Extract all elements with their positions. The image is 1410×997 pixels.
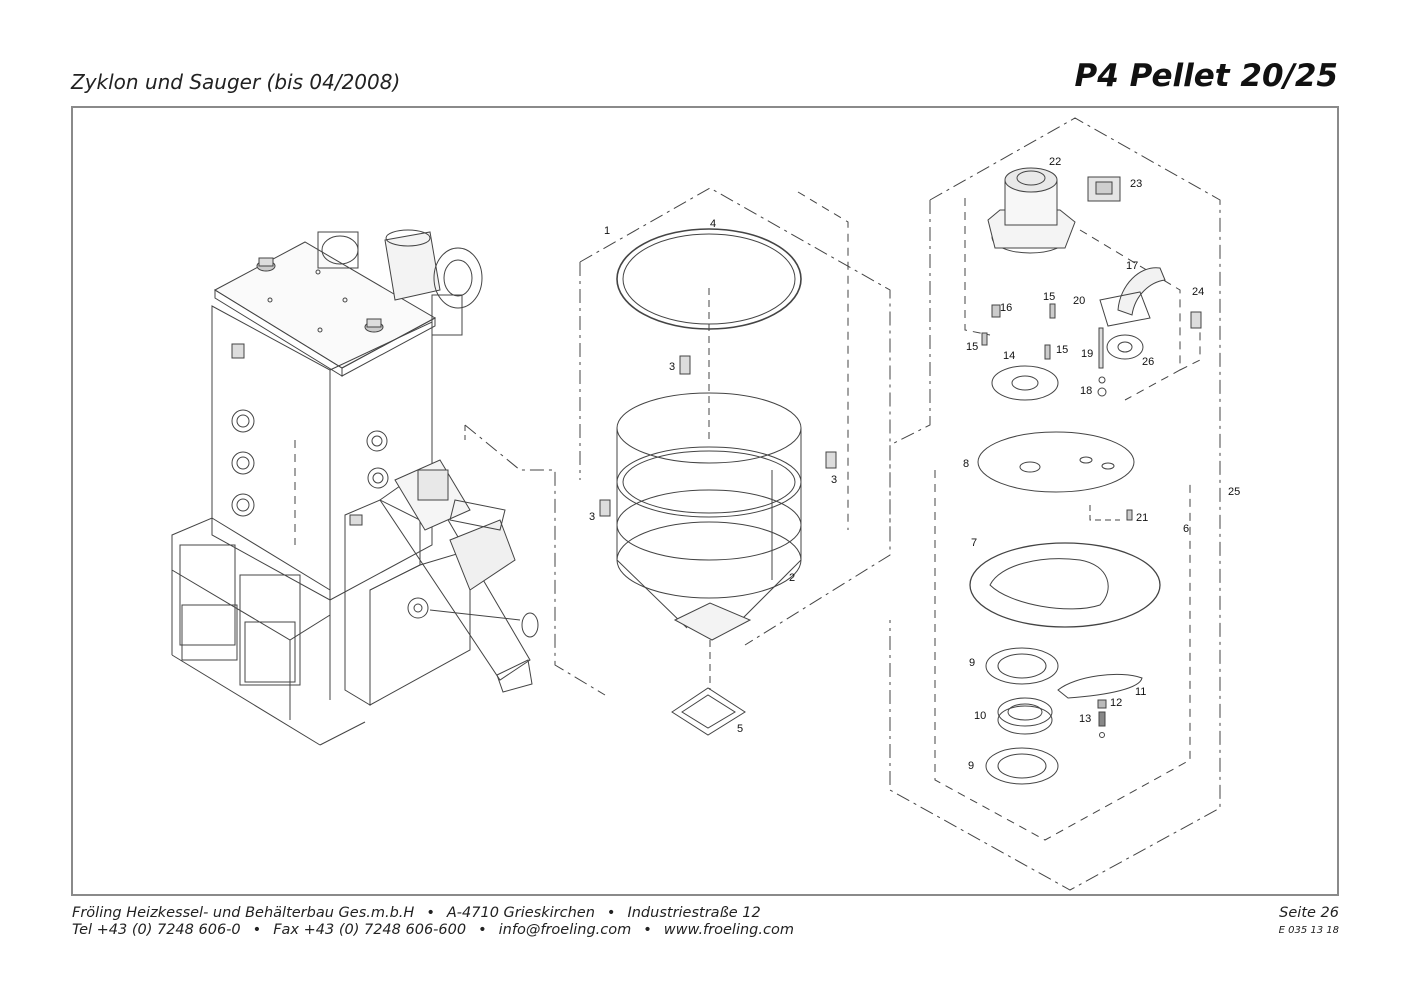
part-label-16: 16 [1000,302,1012,314]
part-label-4: 4 [710,218,716,230]
drawing-frame [71,106,1339,896]
footer-separator: • [252,922,262,938]
part-label-21: 21 [1136,512,1148,524]
footer-separator: • [478,922,487,938]
footer-street: Industriestraße 12 [627,905,761,921]
suction-unit-assembly [889,117,1221,891]
footer-line-2: Tel +43 (0) 7248 606-0 • Fax +43 (0) 7248 … [72,922,794,938]
part-label-1: 1 [604,225,610,237]
part-label-8: 8 [963,458,969,470]
page-number: Seite 26 [1279,905,1339,921]
part-label-26: 26 [1142,356,1154,368]
part-label-24: 24 [1192,286,1204,298]
page-subtitle: Zyklon und Sauger (bis 04/2008) [71,70,401,94]
footer-fax: Fax +43 (0) 7248 606-600 [273,922,467,938]
cyclone-assembly [464,187,891,736]
part-label-7: 7 [971,537,977,549]
part-label-3a: 3 [669,361,675,373]
part-label-22: 22 [1049,156,1061,168]
part-label-15c: 15 [1056,344,1068,356]
page-title: P4 Pellet 20/25 [1074,58,1339,94]
document-code: E 035 13 18 [1278,925,1339,936]
footer-web-link[interactable]: www.froeling.com [663,922,794,938]
part-label-9b: 9 [968,760,974,772]
footer-address: A-4710 Grieskirchen [446,905,595,921]
footer-email-link[interactable]: info@froeling.com [498,922,632,938]
part-label-6: 6 [1183,523,1189,535]
part-label-15a: 15 [1043,291,1055,303]
footer-separator: • [643,922,652,938]
footer-line-1: Fröling Heizkessel- und Behälterbau Ges.… [72,905,761,921]
part-label-14: 14 [1003,350,1015,362]
footer-separator: • [426,905,435,921]
part-label-19: 19 [1081,348,1093,360]
part-label-13: 13 [1079,713,1091,725]
part-label-3c: 3 [589,511,595,523]
part-number-labels: 1 2 3 3 3 4 5 6 7 8 9 9 10 11 12 13 14 1… [589,156,1240,772]
part-label-18: 18 [1080,385,1092,397]
assembled-boiler-illustration [171,229,539,746]
part-label-23: 23 [1130,178,1142,190]
part-label-25: 25 [1228,486,1240,498]
part-label-20: 20 [1073,295,1085,307]
part-label-3b: 3 [831,474,837,486]
part-label-5: 5 [737,723,743,735]
part-label-2: 2 [789,572,795,584]
part-label-10: 10 [974,710,986,722]
part-label-12: 12 [1110,697,1122,709]
footer-tel: Tel +43 (0) 7248 606-0 [72,922,241,938]
part-label-9a: 9 [969,657,975,669]
footer-company: Fröling Heizkessel- und Behälterbau Ges.… [72,905,415,921]
part-label-11: 11 [1135,686,1146,698]
part-label-15b: 15 [966,341,978,353]
part-label-17: 17 [1126,260,1138,272]
footer-separator: • [606,905,616,921]
